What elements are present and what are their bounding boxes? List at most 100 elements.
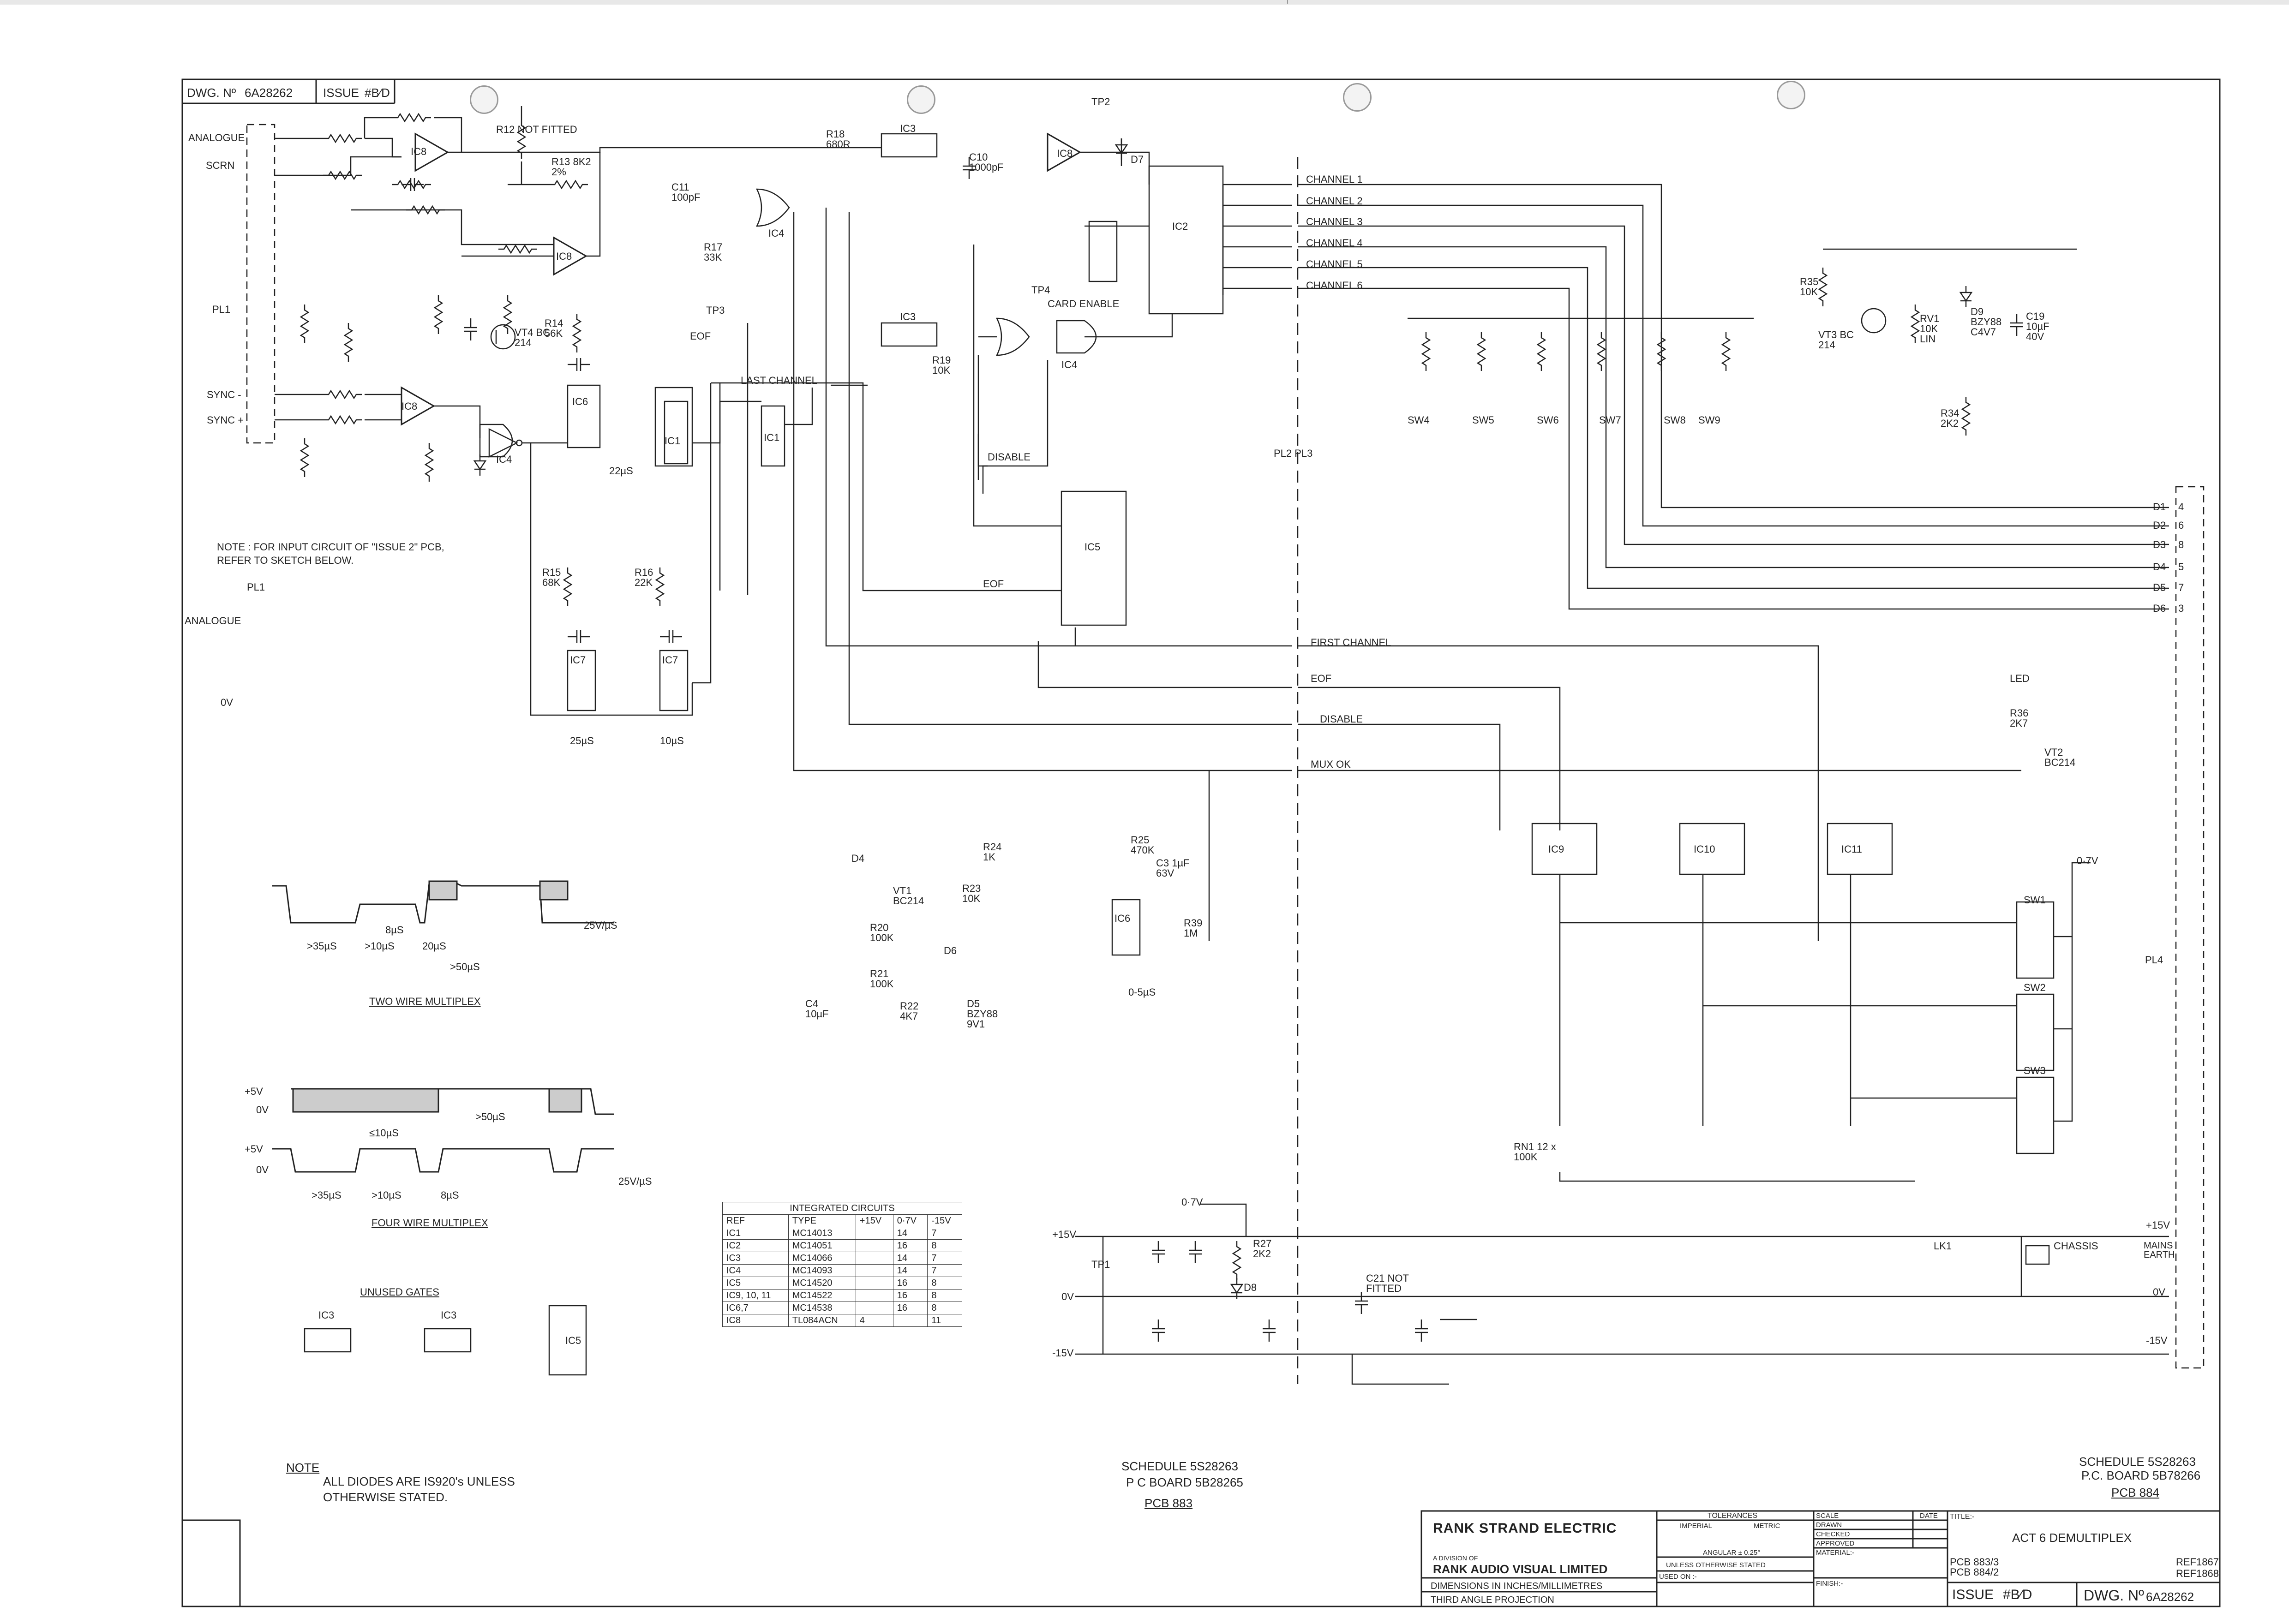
unused-gate-ic3-b: IC3 — [441, 1309, 457, 1321]
cell: 16 — [893, 1289, 928, 1302]
dwg-no-label: DWG. Nº — [187, 86, 236, 100]
disable-mid-label: DISABLE — [988, 451, 1031, 463]
cell: 8 — [927, 1302, 962, 1314]
disable-right-label: DISABLE — [1320, 713, 1363, 725]
first-channel-label: FIRST CHANNEL — [1311, 637, 1391, 648]
r36-label: R36 2K7 — [2010, 707, 2029, 729]
r21-label: R21 100K — [870, 968, 894, 990]
cell: TL084ACN — [788, 1314, 856, 1327]
unused-gates-title: UNUSED GATES — [360, 1286, 439, 1298]
punch-hole — [907, 85, 935, 114]
drawing-title: ACT 6 DEMULTIPLEX — [2012, 1531, 2132, 1545]
issue-label: ISSUE — [323, 86, 360, 100]
r17-label: R17 33K — [704, 241, 723, 263]
board-left: P C BOARD 5B28265 — [1126, 1475, 1243, 1489]
pl4-label: PL4 — [2145, 954, 2163, 966]
sw5-label: SW5 — [1472, 414, 1494, 426]
pl1-label-lower: PL1 — [247, 581, 265, 593]
pcb-right: PCB 884 — [2111, 1486, 2160, 1499]
pcb-refs: PCB 883/3 PCB 884/2 — [1950, 1556, 1999, 1578]
r20-label: R20 100K — [870, 922, 894, 943]
four-wire-le10: ≤10µS — [369, 1127, 399, 1139]
ic6-time-22: 22µS — [609, 465, 633, 477]
cell: IC4 — [722, 1264, 789, 1277]
cell: 7 — [927, 1227, 962, 1240]
d3-pin: 8 — [2178, 539, 2184, 550]
c11-label: C11 100pF — [671, 181, 701, 203]
cell: IC8 — [722, 1314, 789, 1327]
channel-6-label: CHANNEL 6 — [1306, 280, 1363, 291]
ic-table-header: 0·7V — [893, 1214, 928, 1227]
sw1-label: SW1 — [2024, 894, 2046, 906]
schedule-right: SCHEDULE 5S28263 — [2079, 1455, 2196, 1469]
ic2-label: IC2 — [1172, 221, 1188, 232]
channel-2-label: CHANNEL 2 — [1306, 195, 1363, 207]
zero-v-left: 0V — [1061, 1291, 1074, 1302]
cell: MC14522 — [788, 1289, 856, 1302]
zero7v-bottom: 0·7V — [1181, 1196, 1203, 1208]
eof-mid-label: EOF — [983, 578, 1004, 590]
cell: 14 — [893, 1227, 928, 1240]
two-wire-t20: 20µS — [422, 940, 446, 952]
c16-label: C19 10µF 40V — [2026, 310, 2049, 342]
cell: 8 — [927, 1239, 962, 1252]
cell — [855, 1252, 893, 1265]
ic-table-header: TYPE — [788, 1214, 856, 1227]
ic5-label: IC5 — [1085, 541, 1101, 553]
cell — [855, 1239, 893, 1252]
r13-label: R13 8K2 2% — [551, 156, 591, 178]
four-wire-zero-a: 0V — [256, 1104, 269, 1116]
vt1-label: VT1 BC214 — [893, 885, 924, 907]
r19-label: R19 10K — [932, 354, 951, 376]
sw4-label: SW4 — [1408, 414, 1430, 426]
pcb-left: PCB 883 — [1144, 1496, 1193, 1510]
zero-v-right: 0V — [2153, 1286, 2165, 1298]
pl1-sync-neg: SYNC - — [207, 389, 241, 400]
d8-label: D8 — [1244, 1282, 1257, 1293]
channel-3-label: CHANNEL 3 — [1306, 216, 1363, 227]
cell: 8 — [927, 1277, 962, 1290]
slew-four-wire: 25V/µS — [618, 1176, 652, 1187]
cell: MC14520 — [788, 1277, 856, 1290]
sw3-label: SW3 — [2024, 1065, 2046, 1076]
tp1-label: TP1 — [1091, 1259, 1110, 1270]
plus15v-right: +15V — [2146, 1219, 2170, 1231]
ic6-time-05: 0-5µS — [1128, 986, 1156, 998]
approved-label: APPROVED — [1816, 1540, 1855, 1547]
pl1-analogue: ANALOGUE — [188, 132, 245, 143]
eof-left-label: EOF — [690, 330, 711, 342]
cell: MC14093 — [788, 1264, 856, 1277]
two-wire-title: TWO WIRE MULTIPLEX — [369, 996, 481, 1007]
four-wire-gt10: >10µS — [372, 1189, 401, 1201]
cell: 11 — [927, 1314, 962, 1327]
sw8-label: SW8 — [1664, 414, 1686, 426]
date-label: DATE — [1920, 1512, 1938, 1520]
title-label: TITLE:- — [1950, 1513, 1975, 1521]
cell: MC14051 — [788, 1239, 856, 1252]
four-wire-title: FOUR WIRE MULTIPLEX — [372, 1217, 488, 1229]
four-wire-gt50: >50µS — [475, 1111, 505, 1122]
ic8-label-c: IC8 — [401, 400, 418, 412]
unused-gate-ic3-a: IC3 — [318, 1309, 335, 1321]
d6-pin: 3 — [2178, 603, 2184, 614]
lk1-label: LK1 — [1934, 1240, 1952, 1252]
lower-analogue: ANALOGUE — [185, 615, 241, 627]
ic11-label: IC11 — [1841, 843, 1862, 855]
ic8-label-b: IC8 — [556, 251, 572, 262]
cell — [855, 1227, 893, 1240]
cell: 14 — [893, 1252, 928, 1265]
cell: 8 — [927, 1289, 962, 1302]
issue-bottom-label: ISSUE — [1952, 1587, 1994, 1602]
cell — [855, 1289, 893, 1302]
rv1-label: RV1 10K LIN — [1920, 313, 1940, 345]
channel-4-label: CHANNEL 4 — [1306, 237, 1363, 249]
four-wire-zero-b: 0V — [256, 1164, 269, 1176]
cell: IC3 — [722, 1252, 789, 1265]
r25-label: R25 470K — [1131, 834, 1155, 856]
d3-label: D3 — [2153, 539, 2166, 550]
